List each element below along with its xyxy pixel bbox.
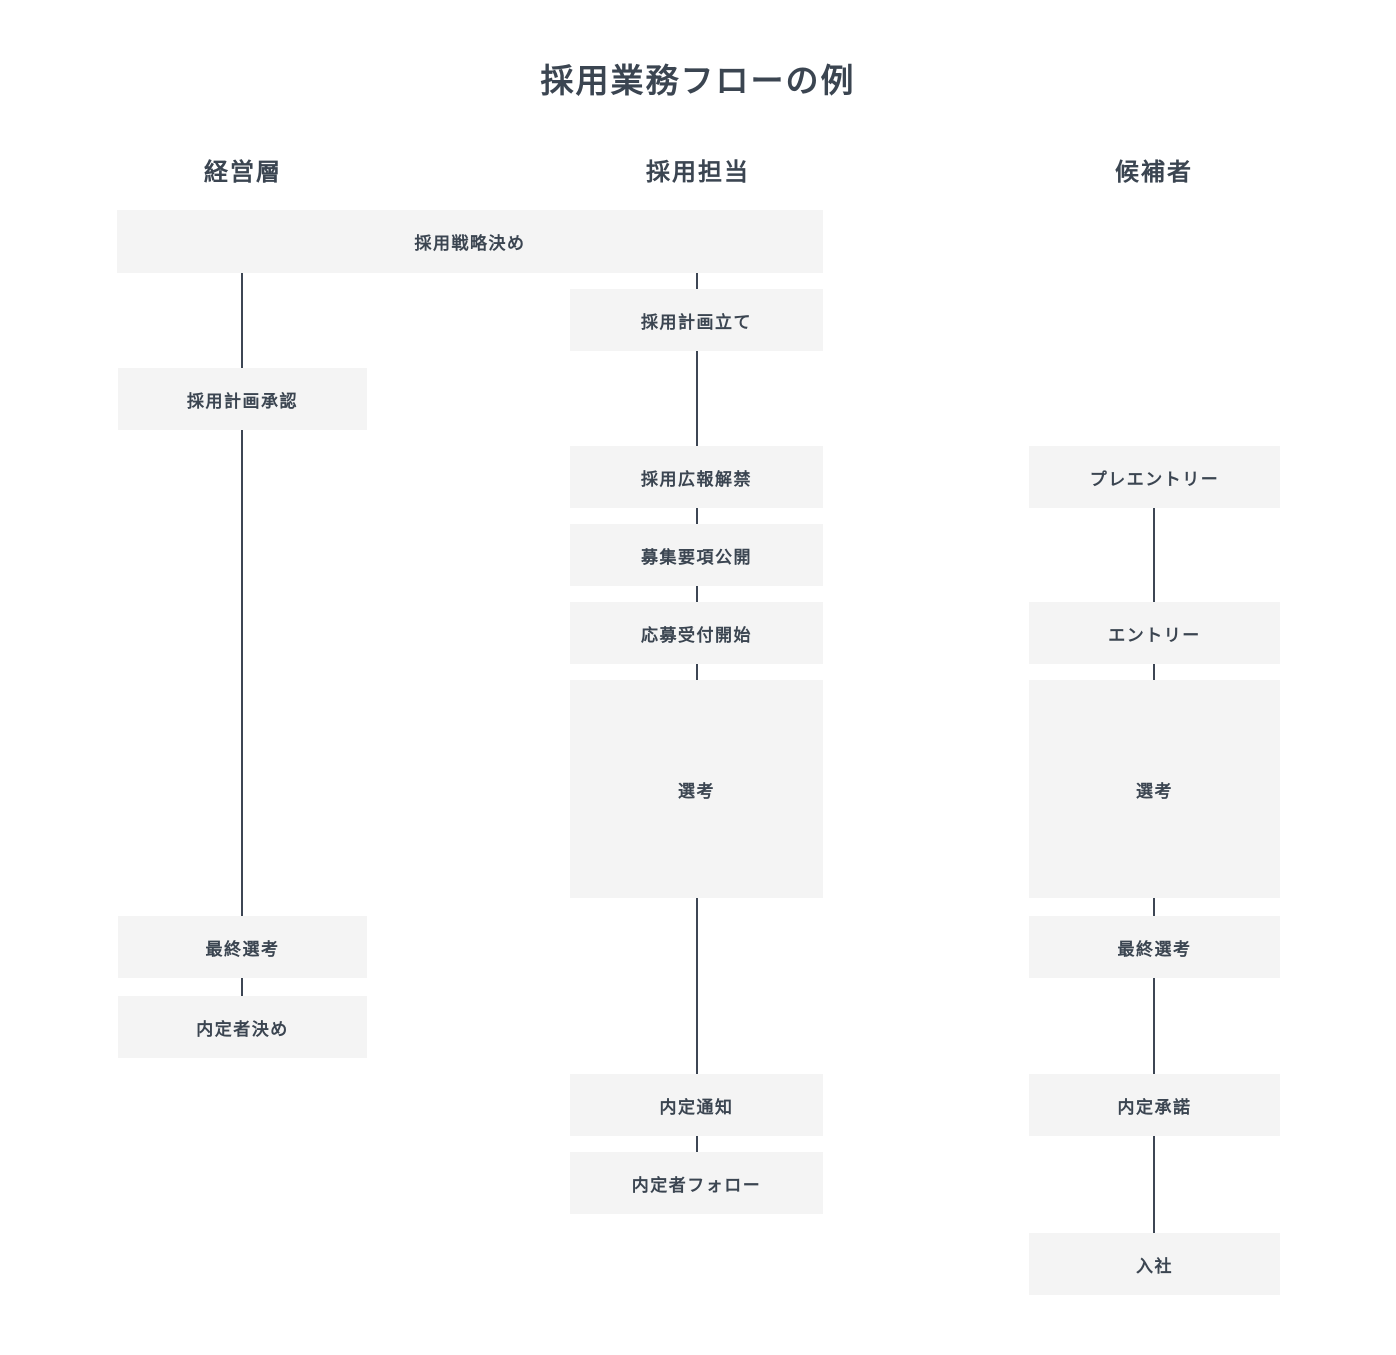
- flow-node-guidelines-publish: 募集要項公開: [570, 524, 823, 586]
- connector-line-plan-to-pr-release: [696, 351, 698, 446]
- connector-line-final-candidate-to-offer-accept: [1153, 978, 1155, 1074]
- flow-node-strategy: 採用戦略決め: [117, 210, 823, 273]
- flow-node-label: エントリー: [1108, 625, 1201, 645]
- flow-node-application-start: 応募受付開始: [570, 602, 823, 664]
- flow-node-label: 採用計画立て: [641, 312, 752, 332]
- lane-header-recruiter: 採用担当: [646, 159, 750, 186]
- connector-line-application-start-to-screening-recruiter: [696, 664, 698, 680]
- connector-line-screening-recruiter-to-offer-notice: [696, 898, 698, 1074]
- flow-node-label: 内定者決め: [196, 1019, 289, 1039]
- flow-node-label: 入社: [1136, 1256, 1173, 1276]
- flow-node-final-management: 最終選考: [118, 916, 367, 978]
- flow-node-label: 採用広報解禁: [641, 469, 752, 489]
- flow-node-label: 採用戦略決め: [414, 234, 526, 253]
- flow-node-label: 最終選考: [1117, 939, 1192, 959]
- flow-node-label: 内定通知: [659, 1097, 734, 1117]
- connector-line-pr-release-to-guidelines-publish: [696, 508, 698, 524]
- flow-node-final-candidate: 最終選考: [1029, 916, 1280, 978]
- connector-line-strategy-to-plan: [696, 273, 698, 289]
- flow-node-label: 選考: [678, 781, 715, 801]
- connector-line-guidelines-publish-to-application-start: [696, 586, 698, 602]
- flow-node-joining: 入社: [1029, 1233, 1280, 1295]
- flow-node-label: 採用計画承認: [187, 391, 298, 411]
- flow-node-offer-accept: 内定承諾: [1029, 1074, 1280, 1136]
- flow-node-offer-notice: 内定通知: [570, 1074, 823, 1136]
- flow-node-label: 内定者フォロー: [631, 1175, 762, 1195]
- connector-line-pre-entry-to-entry: [1153, 508, 1155, 602]
- connector-line-screening-candidate-to-final-candidate: [1153, 898, 1155, 916]
- flow-node-offer-follow: 内定者フォロー: [570, 1152, 823, 1214]
- flow-node-offer-decision: 内定者決め: [118, 996, 367, 1058]
- connector-line-final-management-to-offer-decision: [241, 978, 243, 996]
- page-title: 採用業務フローの例: [540, 62, 856, 99]
- connector-line-offer-notice-to-offer-follow: [696, 1136, 698, 1152]
- flow-node-label: プレエントリー: [1089, 469, 1220, 489]
- connector-line-plan-approval-to-final-management: [241, 430, 243, 916]
- flow-node-plan-approval: 採用計画承認: [118, 368, 367, 430]
- flow-node-label: 選考: [1136, 781, 1173, 801]
- flow-node-entry: エントリー: [1029, 602, 1280, 664]
- lane-header-management: 経営層: [204, 159, 282, 186]
- lane-header-candidate: 候補者: [1115, 159, 1193, 186]
- flow-node-plan: 採用計画立て: [570, 289, 823, 351]
- flow-node-label: 募集要項公開: [641, 547, 752, 567]
- flow-node-label: 内定承諾: [1117, 1097, 1192, 1117]
- connector-line-entry-to-screening-candidate: [1153, 664, 1155, 680]
- flow-node-screening-recruiter: 選考: [570, 680, 823, 898]
- flow-node-label: 応募受付開始: [641, 625, 752, 645]
- flow-node-label: 最終選考: [205, 939, 280, 959]
- connector-line-offer-accept-to-joining: [1153, 1136, 1155, 1233]
- flow-node-screening-candidate: 選考: [1029, 680, 1280, 898]
- connector-line-strategy-to-plan-approval: [241, 273, 243, 368]
- flow-node-pre-entry: プレエントリー: [1029, 446, 1280, 508]
- flow-node-pr-release: 採用広報解禁: [570, 446, 823, 508]
